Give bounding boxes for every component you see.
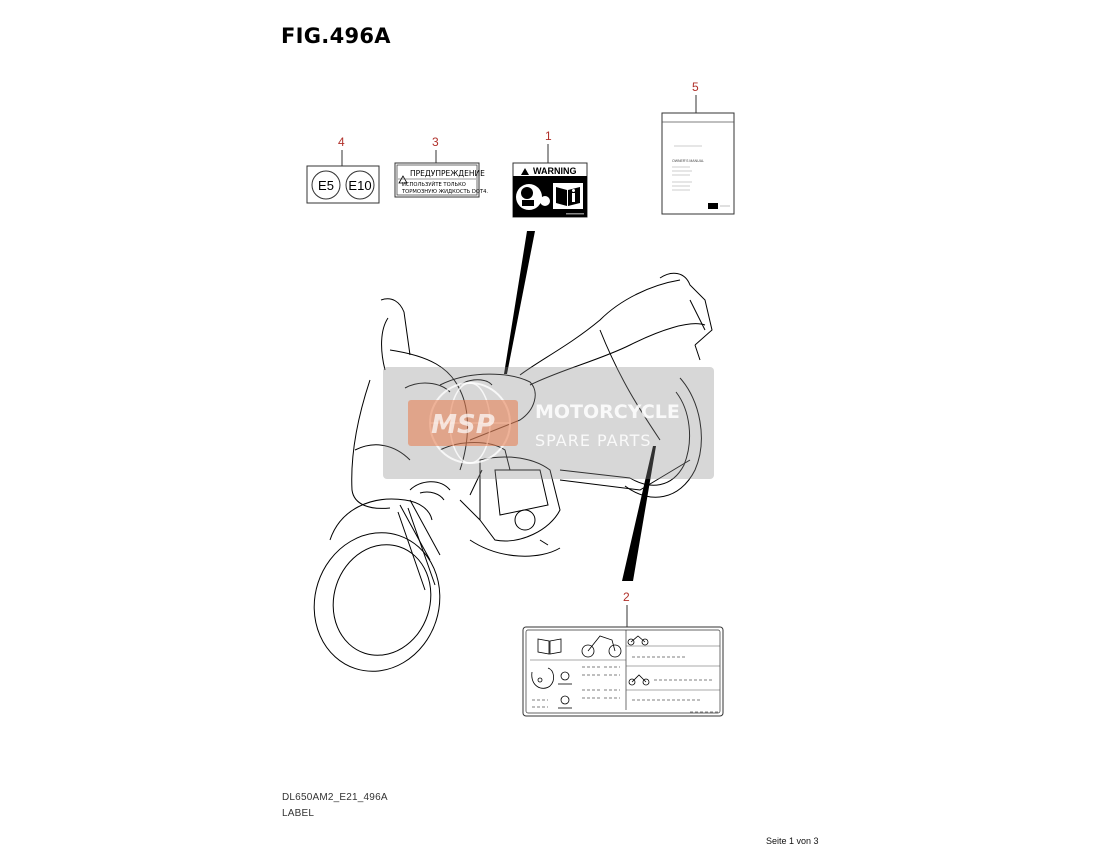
- watermark-logo-badge: [408, 400, 518, 446]
- watermark-line1: MOTORCYCLE: [535, 401, 680, 423]
- diagram-caption: LABEL: [282, 808, 315, 819]
- page-info: Seite 1 von 3: [766, 836, 819, 846]
- leader-line-1: [504, 231, 535, 374]
- fuel-label[interactable]: E5 E10: [306, 165, 380, 204]
- manual-heading: OWNER'S MANUAL: [672, 159, 704, 163]
- warning-triangle-icon: [521, 168, 529, 175]
- motorcycle-icon: [581, 635, 622, 658]
- callout-number-5: 5: [692, 80, 699, 94]
- callout-1[interactable]: 1: [545, 129, 552, 163]
- passenger-rider-icon: [628, 674, 650, 686]
- watermark: MSP MOTORCYCLE SPARE PARTS: [383, 367, 714, 479]
- warning-triangle-icon: [398, 175, 408, 184]
- callout-number-1: 1: [545, 129, 552, 143]
- callout-5[interactable]: 5: [692, 80, 699, 113]
- rider-load-icon: [558, 671, 572, 709]
- brake-fluid-line2: ТОРМОЗНУЮ ЖИДКОСТЬ DOT4.: [401, 189, 488, 195]
- brake-fluid-label[interactable]: ПРЕДУПРЕЖДЕНИЕ ИСПОЛЬЗУЙТЕ ТОЛЬКО ТОРМОЗ…: [394, 162, 488, 198]
- callout-number-2: 2: [623, 590, 630, 604]
- callout-number-3: 3: [432, 135, 439, 149]
- callout-2[interactable]: 2: [623, 590, 630, 627]
- tire-info-values: [532, 656, 718, 713]
- tire-pressure-icon: [531, 667, 554, 689]
- motorcycle-drawing: [313, 272, 713, 672]
- fuel-label-e5: E5: [318, 178, 334, 193]
- callout-4[interactable]: 4: [338, 135, 345, 166]
- warning-label[interactable]: WARNING: [512, 162, 588, 218]
- fuel-label-e10: E10: [348, 178, 371, 193]
- warning-label-heading: WARNING: [533, 166, 577, 176]
- brake-fluid-heading: ПРЕДУПРЕЖДЕНИЕ: [410, 169, 485, 178]
- diagram-code: DL650AM2_E21_496A: [282, 792, 388, 803]
- solo-rider-icon: [627, 635, 649, 646]
- callout-3[interactable]: 3: [432, 135, 439, 163]
- figure-title: FIG.496A: [281, 24, 391, 48]
- manual-logo-icon: [708, 203, 718, 209]
- callout-number-4: 4: [338, 135, 345, 149]
- watermark-line2: SPARE PARTS: [535, 431, 652, 450]
- watermark-logo: MSP: [431, 410, 495, 440]
- tire-info-label[interactable]: [522, 626, 724, 717]
- owners-manual[interactable]: OWNER'S MANUAL: [661, 112, 735, 215]
- brake-fluid-line1: ИСПОЛЬЗУЙТЕ ТОЛЬКО: [402, 181, 466, 188]
- manual-book-icon: [537, 638, 562, 655]
- leader-line-2: [622, 446, 656, 581]
